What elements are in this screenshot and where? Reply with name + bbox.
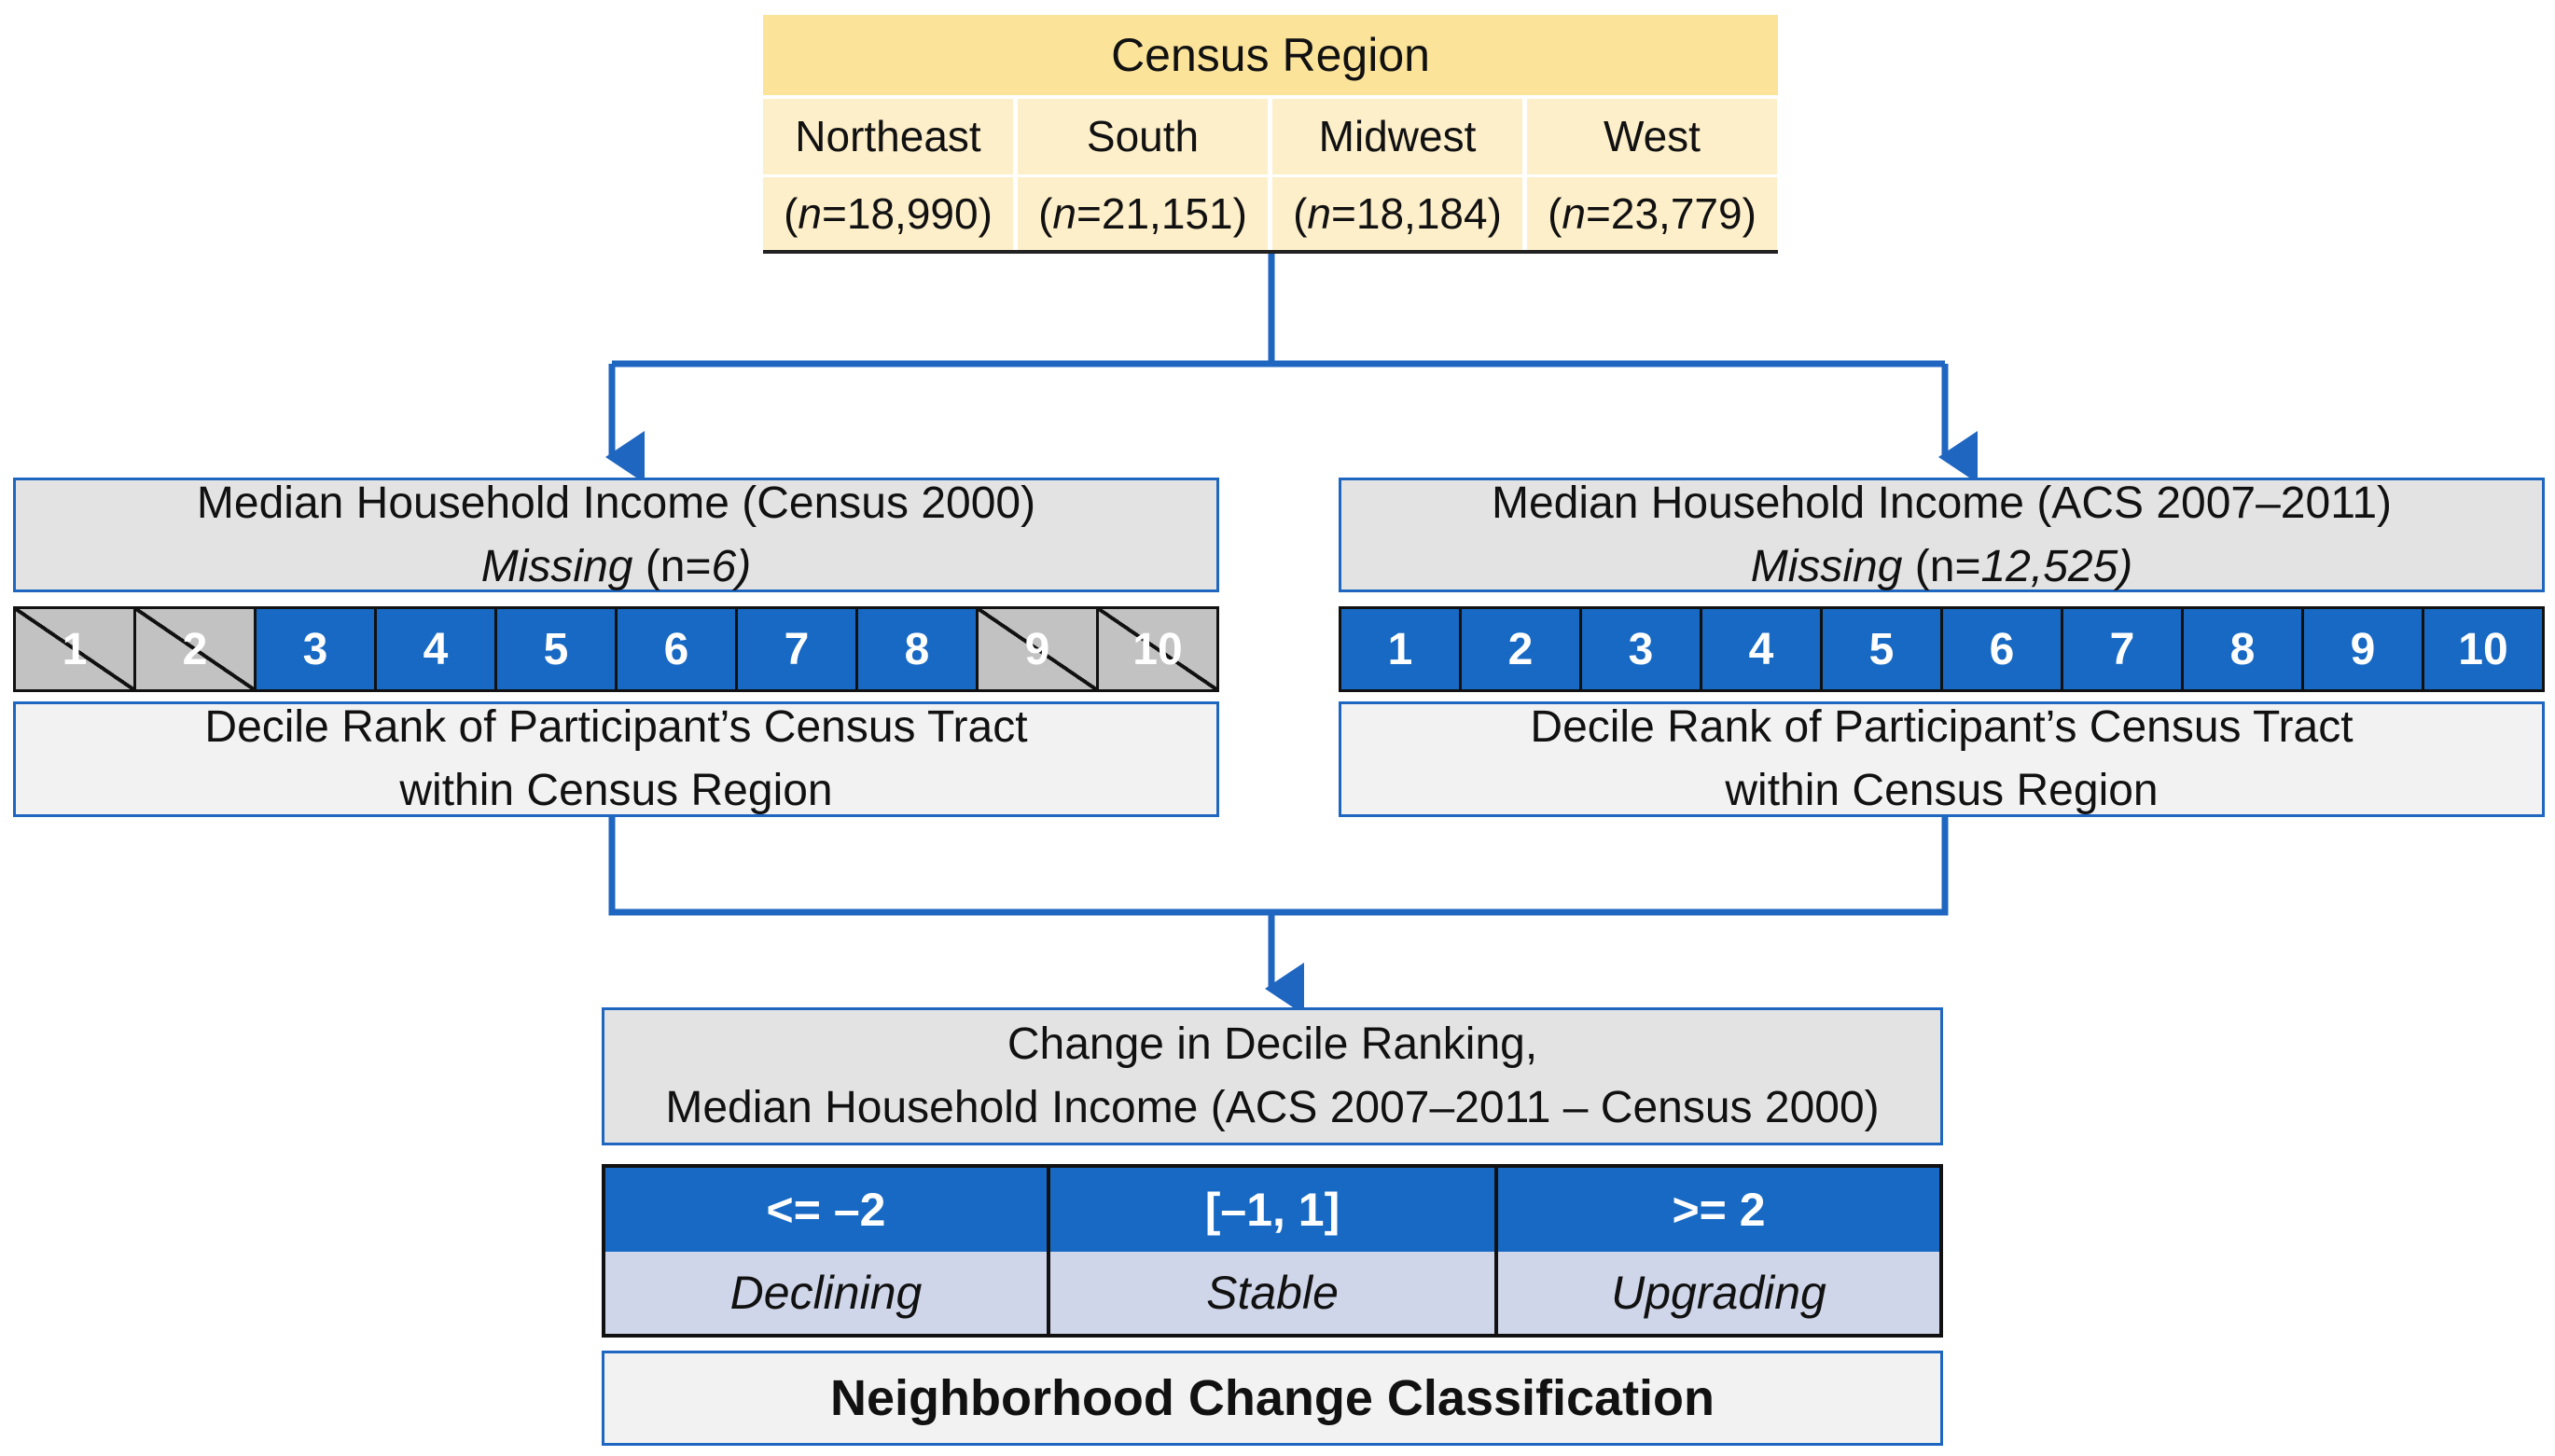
decile-cell: 6	[618, 609, 738, 689]
divider	[1018, 174, 1268, 177]
category-label: Upgrading	[1498, 1252, 1939, 1334]
divider	[763, 174, 1013, 177]
change-title-line1: Change in Decile Ranking,	[1007, 1019, 1538, 1069]
decile-cell: 5	[1823, 609, 1943, 689]
decile-rank-box-census-2000: Decile Rank of Participant’s Census Trac…	[13, 701, 1219, 817]
change-in-decile-box: Change in Decile Ranking, Median Househo…	[602, 1007, 1943, 1145]
decile-label: 4	[1748, 624, 1774, 674]
category-stable: [–1, 1] Stable	[1050, 1168, 1494, 1334]
decile-bar-census-2000: 1 2 3 4 5 6 7 8 9 10	[13, 606, 1219, 692]
divider	[1494, 1168, 1498, 1334]
region-count: (n=21,151)	[1038, 189, 1247, 238]
income-census-2000-box: Median Household Income (Census 2000) Mi…	[13, 478, 1219, 592]
decile-cell: 5	[497, 609, 618, 689]
income-census-2000-missing: Missing (n=6)	[480, 541, 752, 591]
decile-label: 7	[2109, 624, 2135, 674]
decile-label: 2	[182, 624, 208, 674]
census-region-title: Census Region	[763, 15, 1778, 95]
decile-cell: 1	[1341, 609, 1462, 689]
category-label: Declining	[605, 1252, 1047, 1334]
region-midwest: Midwest (n=18,184)	[1272, 99, 1522, 253]
decile-rank-box-acs: Decile Rank of Participant’s Census Trac…	[1339, 701, 2545, 817]
decile-label: 2	[1507, 624, 1534, 674]
change-title-line2: Median Household Income (ACS 2007–2011 –…	[665, 1083, 1880, 1132]
decile-cell: 8	[858, 609, 979, 689]
category-upgrading: >= 2 Upgrading	[1498, 1168, 1939, 1334]
decile-rank-line: Decile Rank of Participant’s Census Trac…	[204, 702, 1028, 752]
decile-cell: 3	[1582, 609, 1702, 689]
category-range: [–1, 1]	[1050, 1168, 1494, 1255]
decile-cell: 2	[136, 609, 257, 689]
income-acs-title: Median Household Income (ACS 2007–2011)	[1491, 478, 2393, 528]
decile-bar-acs: 1 2 3 4 5 6 7 8 9 10	[1339, 606, 2545, 692]
decile-label: 9	[2350, 624, 2376, 674]
neighborhood-change-classification: Neighborhood Change Classification	[602, 1351, 1943, 1446]
divider	[1047, 1168, 1050, 1334]
decile-cell: 9	[2304, 609, 2424, 689]
census-region-table: Census Region Northeast (n=18,990) South…	[763, 15, 1778, 253]
decile-label: 1	[1387, 624, 1413, 674]
income-acs-box: Median Household Income (ACS 2007–2011) …	[1339, 478, 2545, 592]
decile-rank-line: within Census Region	[1725, 766, 2159, 815]
decile-label: 10	[1132, 624, 1183, 674]
decile-cell: 10	[2424, 609, 2542, 689]
region-name: South	[1086, 112, 1200, 160]
change-category-table: <= –2 Declining [–1, 1] Stable >= 2 Upgr…	[602, 1164, 1943, 1338]
decile-label: 7	[784, 624, 810, 674]
decile-label: 1	[62, 624, 88, 674]
decile-cell: 9	[979, 609, 1099, 689]
connector-merge	[608, 817, 1949, 916]
region-west: West (n=23,779)	[1527, 99, 1777, 253]
decile-label: 6	[1989, 624, 2015, 674]
decile-label: 9	[1024, 624, 1050, 674]
decile-label: 6	[663, 624, 689, 674]
decile-label: 4	[423, 624, 449, 674]
decile-label: 10	[2458, 624, 2508, 674]
decile-cell: 4	[377, 609, 497, 689]
divider	[1527, 174, 1777, 177]
decile-rank-line: within Census Region	[399, 766, 833, 815]
decile-rank-line: Decile Rank of Participant’s Census Trac…	[1530, 702, 2354, 752]
region-name: Midwest	[1318, 112, 1477, 160]
category-label: Stable	[1050, 1252, 1494, 1334]
region-count: (n=23,779)	[1548, 189, 1757, 238]
decile-cell: 3	[257, 609, 377, 689]
region-name: West	[1604, 112, 1701, 160]
region-table-bottom-rule	[763, 250, 1778, 254]
decile-cell: 7	[2063, 609, 2184, 689]
decile-label: 8	[2229, 624, 2256, 674]
region-count: (n=18,184)	[1293, 189, 1502, 238]
decile-cell: 8	[2184, 609, 2304, 689]
decile-label: 3	[1628, 624, 1654, 674]
region-south: South (n=21,151)	[1018, 99, 1268, 253]
divider	[1272, 174, 1522, 177]
category-declining: <= –2 Declining	[605, 1168, 1047, 1334]
decile-label: 5	[1868, 624, 1895, 674]
category-range: >= 2	[1498, 1168, 1939, 1255]
decile-label: 8	[904, 624, 930, 674]
decile-cell: 6	[1943, 609, 2063, 689]
income-acs-missing: Missing (n=12,525)	[1750, 541, 2133, 591]
decile-cell: 4	[1702, 609, 1823, 689]
decile-label: 5	[543, 624, 569, 674]
decile-cell: 1	[16, 609, 136, 689]
decile-label: 3	[302, 624, 328, 674]
decile-cell: 7	[738, 609, 858, 689]
decile-cell: 2	[1462, 609, 1582, 689]
income-census-2000-title: Median Household Income (Census 2000)	[196, 478, 1036, 528]
region-name: Northeast	[795, 112, 981, 160]
region-northeast: Northeast (n=18,990)	[763, 99, 1013, 253]
decile-cell: 10	[1099, 609, 1216, 689]
region-count: (n=18,990)	[784, 189, 993, 238]
category-range: <= –2	[605, 1168, 1047, 1255]
